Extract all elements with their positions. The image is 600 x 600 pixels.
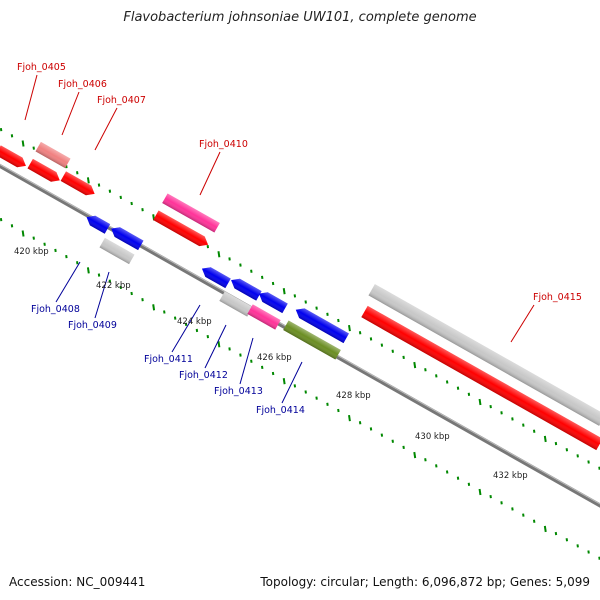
gene-label: Fjoh_0408 <box>31 304 80 315</box>
feature-fjoh-0412 <box>258 292 288 314</box>
feature-fjoh-0411 <box>201 267 231 289</box>
kbp-label: 430 kbp <box>415 432 450 442</box>
tick-mark <box>413 451 417 459</box>
tick-mark <box>543 525 547 533</box>
callout-line <box>239 337 254 385</box>
accession-text: Accession: NC_009441 <box>9 575 146 589</box>
tick-mark <box>478 398 482 406</box>
callout-line <box>510 304 535 343</box>
gene-label: Fjoh_0409 <box>68 320 117 331</box>
gene-label: Fjoh_0413 <box>214 386 263 397</box>
tick-mark <box>478 488 482 496</box>
kbp-labels: 420 kbp 422 kbp 424 kbp 426 kbp 428 kbp 430 k… <box>14 247 528 481</box>
gene-label: Fjoh_0411 <box>144 354 193 365</box>
tick-mark <box>86 267 90 274</box>
callout-line <box>199 151 221 196</box>
tick-mark <box>152 304 156 311</box>
feature-fjoh-0410b <box>153 210 209 247</box>
tick-mark <box>348 324 351 332</box>
kbp-label: 432 kbp <box>493 471 528 481</box>
kbp-label: 424 kbp <box>177 317 212 327</box>
gene-label: Fjoh_0412 <box>179 370 228 381</box>
tick-mark <box>217 341 221 348</box>
callout-line <box>204 324 227 369</box>
callout-line <box>281 361 303 404</box>
tick-mark <box>217 251 221 258</box>
feature-fjoh-0407a <box>27 158 60 182</box>
tick-mark <box>282 378 286 385</box>
kbp-label: 428 kbp <box>336 391 371 401</box>
kbp-label: 426 kbp <box>257 353 292 363</box>
feature-fjoh-0411b <box>231 278 262 301</box>
gene-label: Fjoh_0405 <box>17 62 66 73</box>
callout-line <box>24 74 38 121</box>
feature-fjoh-0405 <box>0 145 26 168</box>
feature-fjoh-0413 <box>247 304 281 330</box>
feature-fjoh-0415-gray <box>368 284 600 426</box>
feature-fjoh-0414 <box>283 320 341 360</box>
kbp-label: 422 kbp <box>96 281 131 291</box>
feature-fjoh-0406 <box>35 141 71 169</box>
feature-fjoh-0408 <box>86 215 111 234</box>
callout-line <box>61 91 80 136</box>
feature-fjoh-0414-blue <box>295 308 349 344</box>
gene-label: Fjoh_0415 <box>533 292 582 303</box>
gene-callouts: Fjoh_0405Fjoh_0406Fjoh_0407Fjoh_0408Fjoh… <box>17 62 582 416</box>
callout-line <box>94 107 118 151</box>
callout-line <box>94 271 110 319</box>
tick-mark <box>21 230 25 237</box>
feature-fjoh-0412b <box>219 291 253 317</box>
callout-line <box>55 261 81 303</box>
feature-fjoh-0409 <box>99 237 135 265</box>
tick-mark <box>282 288 286 295</box>
tick-mark <box>543 435 547 443</box>
gene-label: Fjoh_0414 <box>256 405 305 416</box>
tick-mark <box>21 140 25 147</box>
feature-fjoh-0407 <box>60 171 95 196</box>
tick-mark <box>348 414 351 422</box>
kbp-label: 420 kbp <box>14 247 49 257</box>
gene-label: Fjoh_0406 <box>58 79 107 90</box>
feature-fjoh-0408b <box>111 227 144 251</box>
feature-fjoh-0415 <box>361 305 600 451</box>
feature-fjoh-0410 <box>162 193 220 233</box>
kbp-tick-marks <box>0 128 600 560</box>
topology-text: Topology: circular; Length: 6,096,872 bp… <box>260 575 590 589</box>
gene-label: Fjoh_0410 <box>199 139 248 150</box>
tick-mark <box>86 177 90 184</box>
callout-line <box>171 304 201 353</box>
map-title: Flavobacterium johnsoniae UW101, complet… <box>123 10 477 25</box>
tick-mark <box>413 361 417 369</box>
gene-features <box>0 141 600 451</box>
gene-label: Fjoh_0407 <box>97 95 146 106</box>
